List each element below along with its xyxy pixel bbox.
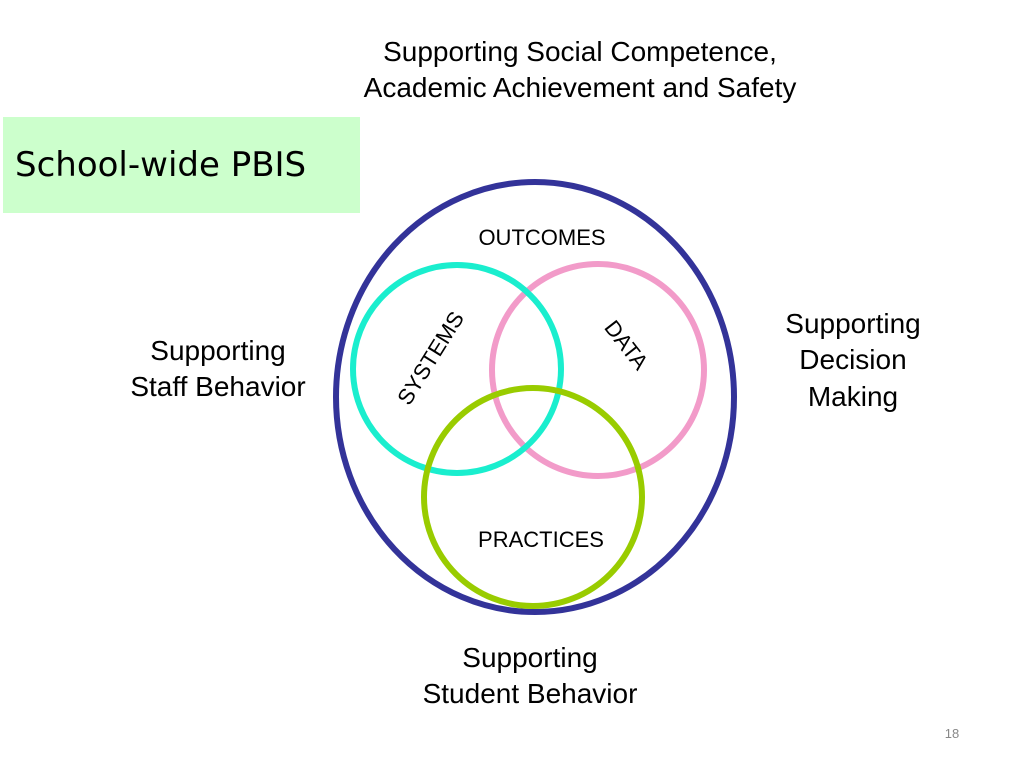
left-caption-line: Staff Behavior [130, 371, 306, 403]
top-caption: Supporting Social Competence, Academic A… [290, 34, 870, 107]
right-caption-line: Making [807, 380, 899, 412]
systems-ring [350, 262, 564, 476]
right-caption-line: Decision [799, 344, 907, 376]
top-caption-line: Academic Achievement and Safety [363, 72, 797, 104]
right-caption: Supporting Decision Making [748, 306, 958, 415]
top-caption-line: Supporting Social Competence, [383, 36, 777, 67]
right-caption-line: Supporting [785, 308, 921, 339]
title-box: School-wide PBIS [3, 117, 360, 213]
practices-label: PRACTICES [478, 527, 604, 552]
practices-ring [421, 385, 645, 609]
left-caption-line: Supporting [150, 335, 286, 366]
bottom-caption-line: Supporting [462, 642, 598, 673]
slide-title: School-wide PBIS [15, 145, 307, 185]
data-ring [489, 261, 707, 479]
systems-label: SYSTEMS [392, 307, 469, 409]
bottom-caption: Supporting Student Behavior [380, 640, 680, 713]
outcomes-ring [333, 179, 737, 615]
data-label: DATA [599, 315, 653, 374]
left-caption: Supporting Staff Behavior [100, 333, 336, 406]
page-number: 18 [944, 726, 960, 741]
outcomes-label: OUTCOMES [478, 225, 605, 250]
bottom-caption-line: Student Behavior [422, 678, 638, 710]
